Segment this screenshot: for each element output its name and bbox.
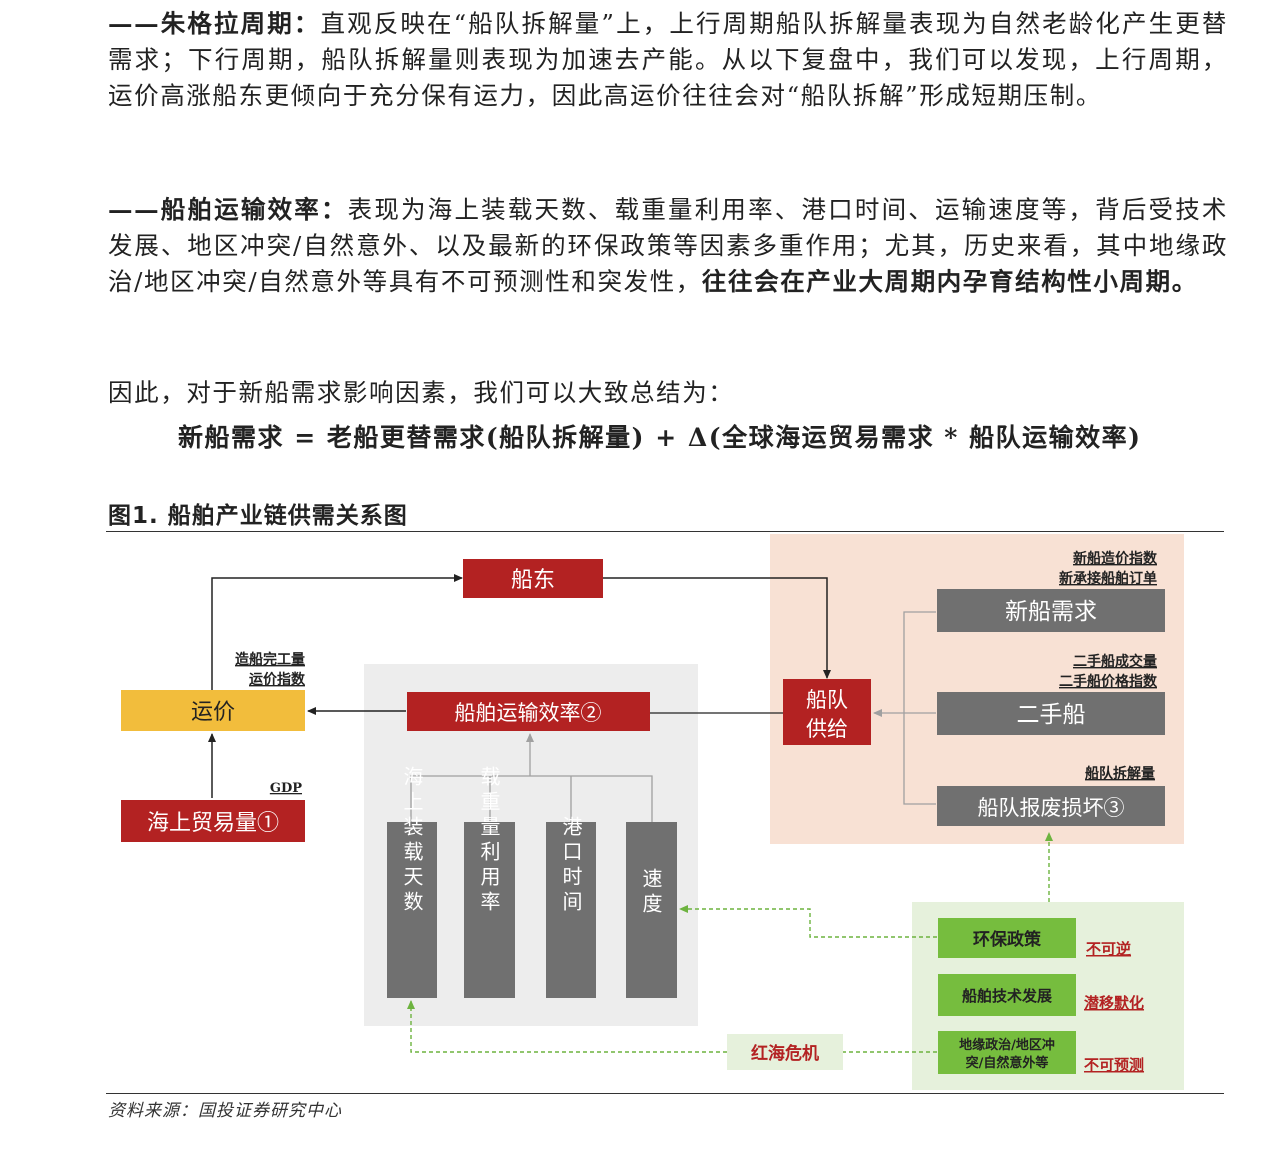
second-hand-label: 二手船: [1017, 702, 1086, 728]
shipowner-box: [463, 559, 603, 598]
paragraph-juglar: ——朱格拉周期：直观反映在“船队拆解量”上，上行周期船队拆解量表现为自然老龄化产…: [108, 6, 1228, 114]
new-ship-indicator-1: 新船造价指数: [1073, 550, 1158, 567]
efficiency-box: [407, 692, 650, 731]
irreversible-label: 不可逆: [1086, 940, 1131, 958]
fleet-supply-label-1: 船队: [806, 688, 848, 712]
second-hand-box: [937, 692, 1165, 735]
scrapping-label: 船队报废损坏③: [978, 796, 1125, 820]
seaborne-trade-box: [121, 800, 305, 842]
figure-title: 图1. 船舶产业链供需关系图: [108, 503, 408, 529]
arrow-env-policy-to-speed: [679, 905, 937, 938]
figure-bottom-rule: [106, 1093, 1224, 1094]
scrap-indicator: 船队拆解量: [1085, 765, 1155, 782]
demand-formula: 新船需求 = 老船更替需求(船队拆解量) + Δ(全球海运贸易需求 * 船队运输…: [178, 423, 1142, 452]
red-sea-label: 红海危机: [751, 1043, 819, 1064]
freight-box: [121, 690, 305, 731]
factor-loading-days-box: [387, 822, 437, 998]
geo-box: [938, 1031, 1076, 1074]
freight-label: 运价: [191, 700, 235, 725]
arrow-red-sea-to-loading-days: [407, 1000, 727, 1053]
scrapping-box: [937, 786, 1165, 826]
bracket-efficiency-factors: [410, 775, 653, 822]
paragraph-emphasis: 往往会在产业大周期内孕育结构性小周期。: [701, 267, 1198, 296]
paragraph-summary: 因此，对于新船需求影响因素，我们可以大致总结为：: [108, 375, 1228, 411]
freight-indicator-2: 运价指数: [249, 671, 306, 688]
fleet-supply-label-2: 供给: [806, 717, 848, 741]
unpredictable-label: 不可预测: [1084, 1056, 1144, 1074]
ship-tech-box: [938, 974, 1076, 1016]
figure-source: 资料来源：国投证券研究中心: [108, 1101, 342, 1121]
new-demand-box: [937, 589, 1165, 632]
bracket-fleet-components: [903, 611, 936, 805]
env-policy-box: [938, 918, 1076, 958]
figure-top-rule: [106, 531, 1224, 532]
factor-load-utilization-label: 载重量利用率: [477, 766, 501, 916]
factor-port-time-box: [546, 822, 596, 998]
arrow-shipowner-to-fleet: [603, 577, 831, 679]
paragraph-text: 表现为海上装载天数、载重量利用率、港口时间、运输速度等，背后受技术发展、地区冲突…: [108, 195, 1229, 296]
paragraph-lead: ——朱格拉周期：: [108, 9, 321, 38]
env-policy-label: 环保政策: [973, 929, 1042, 950]
geo-label-1: 地缘政治/地区冲: [959, 1037, 1055, 1053]
geo-label-2: 突/自然意外等: [966, 1055, 1049, 1071]
factor-loading-days-label: 海上装载天数: [400, 766, 424, 916]
arrow-freight-to-shipowner: [211, 574, 463, 690]
subtle-label: 潜移默化: [1084, 994, 1144, 1012]
new-demand-label: 新船需求: [1005, 599, 1097, 625]
paragraph-text: 因此，对于新船需求影响因素，我们可以大致总结为：: [108, 378, 735, 407]
seaborne-trade-label: 海上贸易量①: [147, 811, 279, 836]
second-hand-indicator-1: 二手船成交量: [1073, 653, 1157, 670]
red-sea-box: [727, 1034, 843, 1070]
new-ship-indicator-2: 新承接船舶订单: [1059, 570, 1157, 587]
gdp-label: GDP: [270, 781, 302, 796]
factor-port-time-label: 港口时间: [559, 816, 583, 916]
factor-speed-box: [626, 822, 677, 998]
paragraph-efficiency: ——船舶运输效率：表现为海上装载天数、载重量利用率、港口时间、运输速度等，背后受…: [108, 192, 1228, 300]
paragraph-lead: ——船舶运输效率：: [108, 195, 348, 224]
freight-indicator-1: 造船完工量: [235, 651, 305, 668]
efficiency-label: 船舶运输效率②: [455, 701, 602, 725]
fleet-supply-box: [783, 679, 871, 745]
second-hand-indicator-2: 二手船价格指数: [1059, 673, 1158, 690]
factor-speed-label: 速度: [639, 868, 663, 918]
ship-tech-label: 船舶技术发展: [962, 987, 1052, 1005]
shipowner-label: 船东: [511, 568, 555, 593]
factor-load-utilization-box: [464, 822, 515, 998]
paragraph-text: 直观反映在“船队拆解量”上，上行周期船队拆解量表现为自然老龄化产生更替需求；下行…: [108, 9, 1228, 110]
